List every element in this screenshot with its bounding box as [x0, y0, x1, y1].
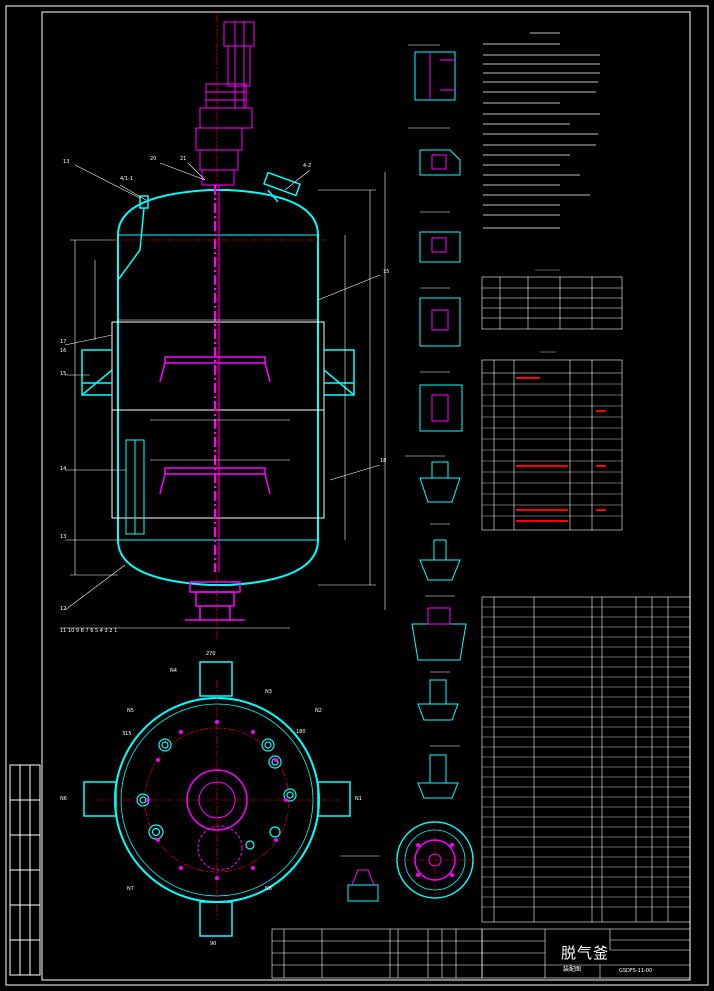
nozzle-table [481, 351, 623, 531]
svg-text:4-2: 4-2 [303, 163, 311, 169]
detail-c [419, 211, 461, 263]
bottom-outlet [185, 581, 245, 621]
top-nozzles [117, 171, 301, 281]
vessel-elevation: 13 20 21 4-2 4/1-1 15 17 16 15 14 13 12 18 11 10… [60, 15, 389, 640]
detail-views [405, 44, 467, 799]
title-block: 脱气釜 装配图 GSDFS-11-00 [555, 932, 685, 980]
svg-text:16: 16 [60, 348, 66, 354]
svg-text:15: 15 [383, 269, 389, 275]
svg-text:N8: N8 [265, 886, 272, 892]
svg-text:13: 13 [60, 534, 66, 540]
svg-text:N2: N2 [315, 708, 322, 714]
drawing-title: 脱气釜 [561, 944, 610, 962]
svg-text:N5: N5 [127, 708, 134, 714]
part-numbers-main: 13 20 21 4-2 4/1-1 15 17 16 15 14 13 12 18 11 10… [60, 156, 389, 634]
svg-text:N1: N1 [355, 796, 362, 802]
detail-d [419, 287, 461, 347]
parts-list-rows [482, 606, 690, 908]
support-lugs [81, 349, 355, 396]
drawing-subtitle: 装配图 [563, 966, 582, 973]
leader-lines [64, 162, 381, 611]
title-block-grid [481, 928, 691, 979]
plan-holes [146, 720, 288, 880]
nozzle-table-rows [482, 383, 622, 517]
svg-text:18: 18 [380, 458, 386, 464]
detail-f [405, 455, 461, 503]
detail-a [408, 44, 456, 101]
svg-text:11 10 9 8 7 6 5 4 3 2 1: 11 10 9 8 7 6 5 4 3 2 1 [60, 628, 117, 634]
parts-list-left [271, 928, 483, 979]
drawing-frame [5, 5, 709, 986]
svg-text:20: 20 [150, 156, 156, 162]
nozzle-table-highlights [516, 377, 606, 522]
drawing-number: GSDFS-11-00 [619, 968, 653, 974]
vessel-shell [117, 189, 319, 586]
svg-text:21: 21 [180, 156, 186, 162]
svg-text:N4: N4 [170, 668, 177, 674]
parts-list [481, 596, 691, 923]
detail-e [419, 371, 463, 432]
svg-text:180: 180 [296, 729, 306, 735]
detail-g [419, 523, 461, 581]
jacket-coil [125, 439, 145, 535]
impeller-lower [159, 467, 271, 495]
detail-j [417, 745, 460, 799]
svg-text:15: 15 [60, 371, 66, 377]
dimension-lines [60, 172, 386, 629]
design-data-table [481, 269, 623, 330]
svg-text:17: 17 [60, 339, 66, 345]
svg-text:4/1-1: 4/1-1 [120, 176, 133, 182]
margin-strip-rows [10, 799, 40, 941]
svg-text:270: 270 [206, 651, 216, 657]
svg-text:315: 315 [122, 731, 132, 737]
svg-text:N7: N7 [127, 886, 134, 892]
impeller-upper [159, 356, 271, 383]
svg-text:13: 13 [63, 159, 69, 165]
svg-text:90: 90 [210, 941, 216, 947]
plan-nozzles [136, 738, 297, 850]
svg-text:N6: N6 [60, 796, 67, 802]
section-a-a [395, 820, 475, 900]
main-centerlines [110, 15, 326, 640]
svg-text:N3: N3 [265, 689, 272, 695]
svg-text:12: 12 [60, 606, 66, 612]
detail-b [408, 127, 461, 176]
plan-lugs [83, 661, 351, 937]
detail-h [411, 595, 467, 661]
drive-unit [195, 21, 255, 186]
detail-i [417, 671, 459, 721]
detail-k [340, 855, 380, 902]
svg-text:14: 14 [60, 466, 66, 472]
technical-notes [483, 32, 600, 229]
